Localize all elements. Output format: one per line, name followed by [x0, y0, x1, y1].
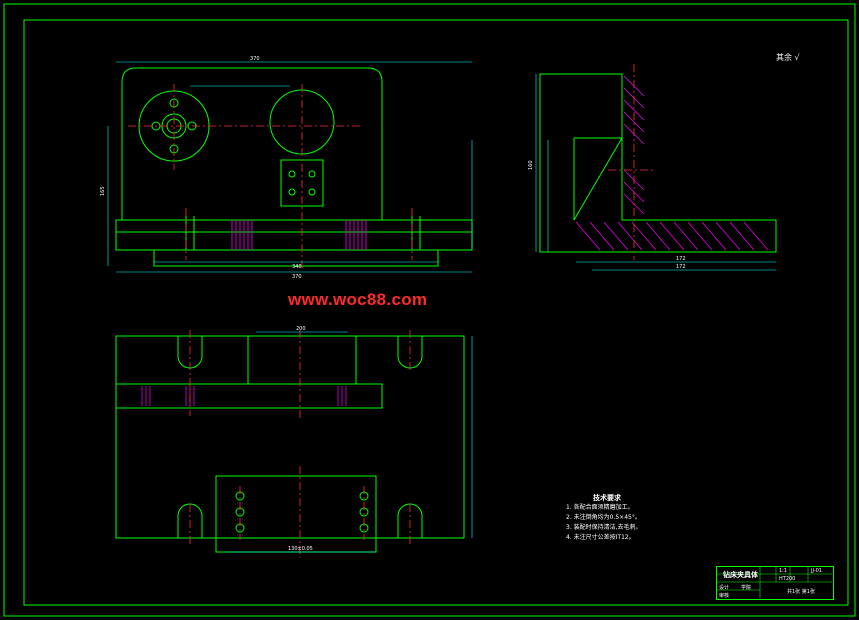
tech-requirement-item: 4. 未注尺寸公差按IT12。 [566, 534, 635, 541]
dim-plan-slot: 200 [296, 326, 306, 332]
plan-centerlines [189, 330, 411, 558]
tech-requirements: 技术要求 1. 各配合面须精磨加工。 2. 未注倒角均为0.5×45°。 3. … [566, 493, 642, 543]
title-block-drawing-no: JJ-01 [811, 568, 822, 574]
surface-finish-icon: √ [794, 53, 800, 62]
plan-dims [226, 331, 473, 553]
title-block-checker: 审核 [719, 593, 730, 599]
surface-finish-text: 其余 [776, 53, 792, 62]
tech-requirements-title: 技术要求 [593, 494, 621, 502]
tech-requirement-item: 1. 各配合面须精磨加工。 [566, 504, 634, 511]
dim-top-width: 370 [250, 56, 260, 62]
side-hatch [575, 75, 769, 251]
dim-side-width: 172 [676, 256, 686, 262]
outer-border [3, 3, 856, 617]
side-view [539, 73, 777, 253]
side-dims [535, 74, 776, 271]
watermark: www.woc88.com [288, 290, 428, 309]
title-block-name: 钻床夹具体 [723, 571, 758, 579]
title-block-scale: 1:1 [779, 568, 788, 574]
front-dims [107, 61, 473, 273]
tech-requirement-item: 2. 未注倒角均为0.5×45°。 [566, 514, 641, 521]
inner-border [23, 19, 849, 606]
plan-view [115, 335, 465, 553]
dim-plan-offset: 130±0.05 [288, 546, 313, 552]
title-block-lines [716, 566, 832, 598]
dim-side-width2: 172 [676, 264, 686, 270]
dim-bottom-total: 370 [292, 274, 302, 280]
side-centerlines [608, 64, 656, 260]
dim-top-height: 165 [100, 186, 106, 196]
front-centerlines [128, 84, 413, 270]
dim-bottom-inner: 340 [292, 264, 302, 270]
title-block: 钻床夹具体 1:1 HT200 JJ-01 设计 审核 学院 共1张 第1张 [716, 566, 834, 600]
title-block-sheet: 共1张 第1张 [787, 589, 815, 595]
front-hatch [231, 220, 367, 250]
surface-finish-note: 其余 √ [776, 52, 800, 63]
plan-hatch [141, 386, 347, 406]
tech-requirement-item: 3. 装配时保持清洁,去毛刺。 [566, 524, 642, 531]
title-block-material: HT200 [779, 576, 796, 582]
title-block-school: 学院 [741, 585, 752, 591]
dim-side-height: 160 [528, 160, 534, 170]
title-block-designer: 设计 [719, 585, 730, 591]
front-view [115, 67, 473, 267]
